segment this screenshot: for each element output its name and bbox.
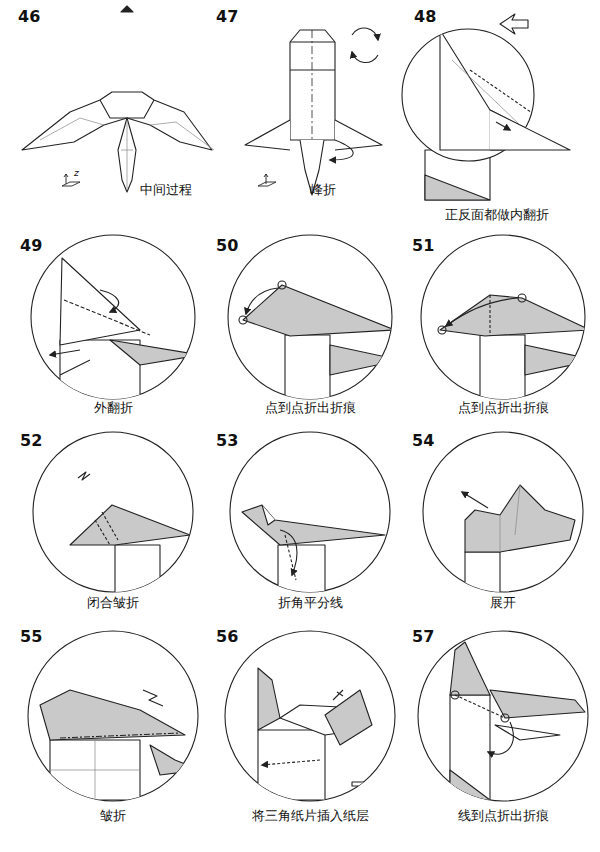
step-48-figure — [402, 14, 570, 200]
step-number: 46 — [18, 8, 40, 26]
step-caption: 点到点折出折痕 — [458, 401, 549, 416]
step-number: 57 — [412, 628, 434, 646]
step-number: 52 — [20, 432, 42, 450]
step-number: 51 — [412, 237, 434, 255]
step-number: 49 — [20, 237, 42, 255]
step-number: 47 — [216, 8, 238, 26]
step-caption: 中间过程 — [140, 183, 192, 198]
step-caption: 闭合皱折 — [87, 596, 139, 611]
step-caption: 峰折 — [310, 183, 336, 198]
axis-letter: z — [74, 168, 79, 178]
step-caption: 皱折 — [100, 809, 126, 824]
step-51-figure — [438, 294, 595, 400]
step-52-figure — [70, 472, 190, 595]
step-caption: 展开 — [490, 596, 516, 611]
step-caption: 折角平分线 — [278, 596, 343, 611]
step-number: 53 — [216, 432, 238, 450]
step-caption: 线到点折出折痕 — [458, 809, 549, 824]
step-56-figure — [258, 668, 388, 800]
step-number: 56 — [216, 628, 238, 646]
step-caption: 外翻折 — [94, 401, 133, 416]
step-57-figure — [450, 642, 585, 800]
step-53-figure — [242, 505, 385, 595]
step-caption: 正反面都做内翻折 — [445, 208, 549, 223]
step-number: 54 — [412, 432, 434, 450]
step-caption: 点到点折出折痕 — [265, 401, 356, 416]
step-46-figure — [22, 6, 214, 192]
step-number: 55 — [20, 628, 42, 646]
step-caption: 将三角纸片插入纸层 — [252, 809, 369, 824]
step-50-figure — [239, 281, 400, 400]
step-number: 48 — [414, 8, 436, 26]
step-47-figure — [245, 28, 382, 195]
step-54-figure — [462, 485, 575, 595]
step-49-figure — [50, 258, 200, 400]
step-number: 50 — [216, 237, 238, 255]
step-55-figure — [40, 690, 200, 800]
